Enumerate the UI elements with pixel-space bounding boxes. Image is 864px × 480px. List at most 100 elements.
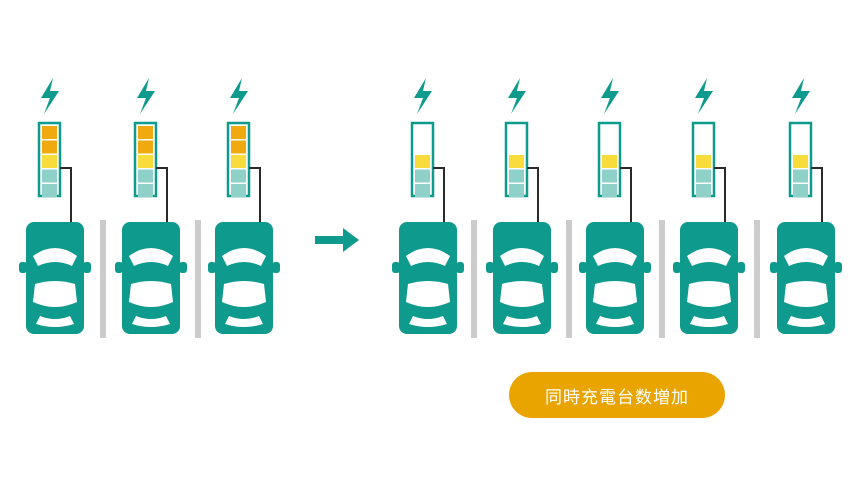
battery-cell [231,140,246,154]
car-windshield [129,248,173,266]
car-body [586,222,644,334]
charging-station [486,78,558,334]
lightning-bolt-icon [230,78,248,114]
car-mirror-right [272,262,280,273]
lightning-bolt-icon [137,78,155,114]
arrow-right-icon [315,228,359,252]
car-roof [222,281,266,307]
car-body [680,222,738,334]
car-windshield [406,248,450,266]
car-rear-window [225,316,263,327]
arrow-head [343,228,359,252]
car-mirror-right [737,262,745,273]
car-rear-window [596,316,634,327]
arrow-shaft [315,236,347,244]
car-mirror-left [486,262,494,273]
car-icon [208,222,280,334]
car-windshield [784,248,828,266]
parking-divider [754,220,760,338]
parking-divider [195,220,201,338]
car-rear-window [787,316,825,327]
charging-cable [249,167,261,222]
car-body [122,222,180,334]
car-rear-window [690,316,728,327]
charging-station [770,78,842,334]
parking-divider [566,220,572,338]
battery-cell [138,155,153,168]
car-rear-window [503,316,541,327]
battery-cell [793,184,808,197]
battery-cell [509,184,524,197]
parking-divider [471,220,477,338]
battery-cell [138,169,153,183]
battery-cell [602,126,617,139]
battery-cell [42,155,57,168]
battery-cell [509,155,524,168]
battery-cell [415,155,430,168]
car-windshield [33,248,77,266]
charging-station [19,78,91,334]
car-mirror-left [208,262,216,273]
battery-cell [415,184,430,197]
car-mirror-left [770,262,778,273]
charging-station [392,78,464,334]
car-windshield [500,248,544,266]
car-body [399,222,457,334]
car-rear-window [132,316,170,327]
lightning-bolt-icon [792,78,810,114]
car-icon [392,222,464,334]
lightning-bolt-icon [508,78,526,114]
battery-cell [42,140,57,154]
battery-cell [602,169,617,183]
parking-divider [659,220,665,338]
charging-station [579,78,651,334]
battery-cell [231,155,246,168]
car-mirror-right [179,262,187,273]
car-icon [115,222,187,334]
car-roof [593,281,637,307]
charging-cable [811,167,823,222]
simultaneous-charging-badge: 同時充電台数増加 [509,372,725,418]
battery-cell [42,184,57,197]
car-body [26,222,84,334]
charging-cable [620,167,632,222]
charging-station [115,78,187,334]
charging-station [673,78,745,334]
charging-cable [527,167,539,222]
battery-cell [696,155,711,168]
battery-icon [133,121,158,198]
car-mirror-right [643,262,651,273]
car-icon [579,222,651,334]
battery-cell [415,126,430,139]
battery-icon [410,121,435,198]
battery-cell [509,140,524,154]
battery-icon [226,121,251,198]
battery-icon [597,121,622,198]
battery-cell [602,155,617,168]
battery-cell [696,140,711,154]
parking-divider [100,220,106,338]
car-roof [687,281,731,307]
battery-cell [696,126,711,139]
battery-cell [42,126,57,139]
car-icon [19,222,91,334]
car-rear-window [36,316,74,327]
battery-cell [415,140,430,154]
battery-cell [509,169,524,183]
charging-cable [714,167,726,222]
car-windshield [593,248,637,266]
car-windshield [687,248,731,266]
battery-cell [793,140,808,154]
car-mirror-right [550,262,558,273]
car-roof [784,281,828,307]
car-body [493,222,551,334]
lightning-bolt-icon [601,78,619,114]
charging-cable [60,167,72,222]
battery-cell [602,140,617,154]
battery-cell [231,169,246,183]
battery-cell [602,184,617,197]
car-roof [500,281,544,307]
battery-icon [691,121,716,198]
battery-cell [231,184,246,197]
